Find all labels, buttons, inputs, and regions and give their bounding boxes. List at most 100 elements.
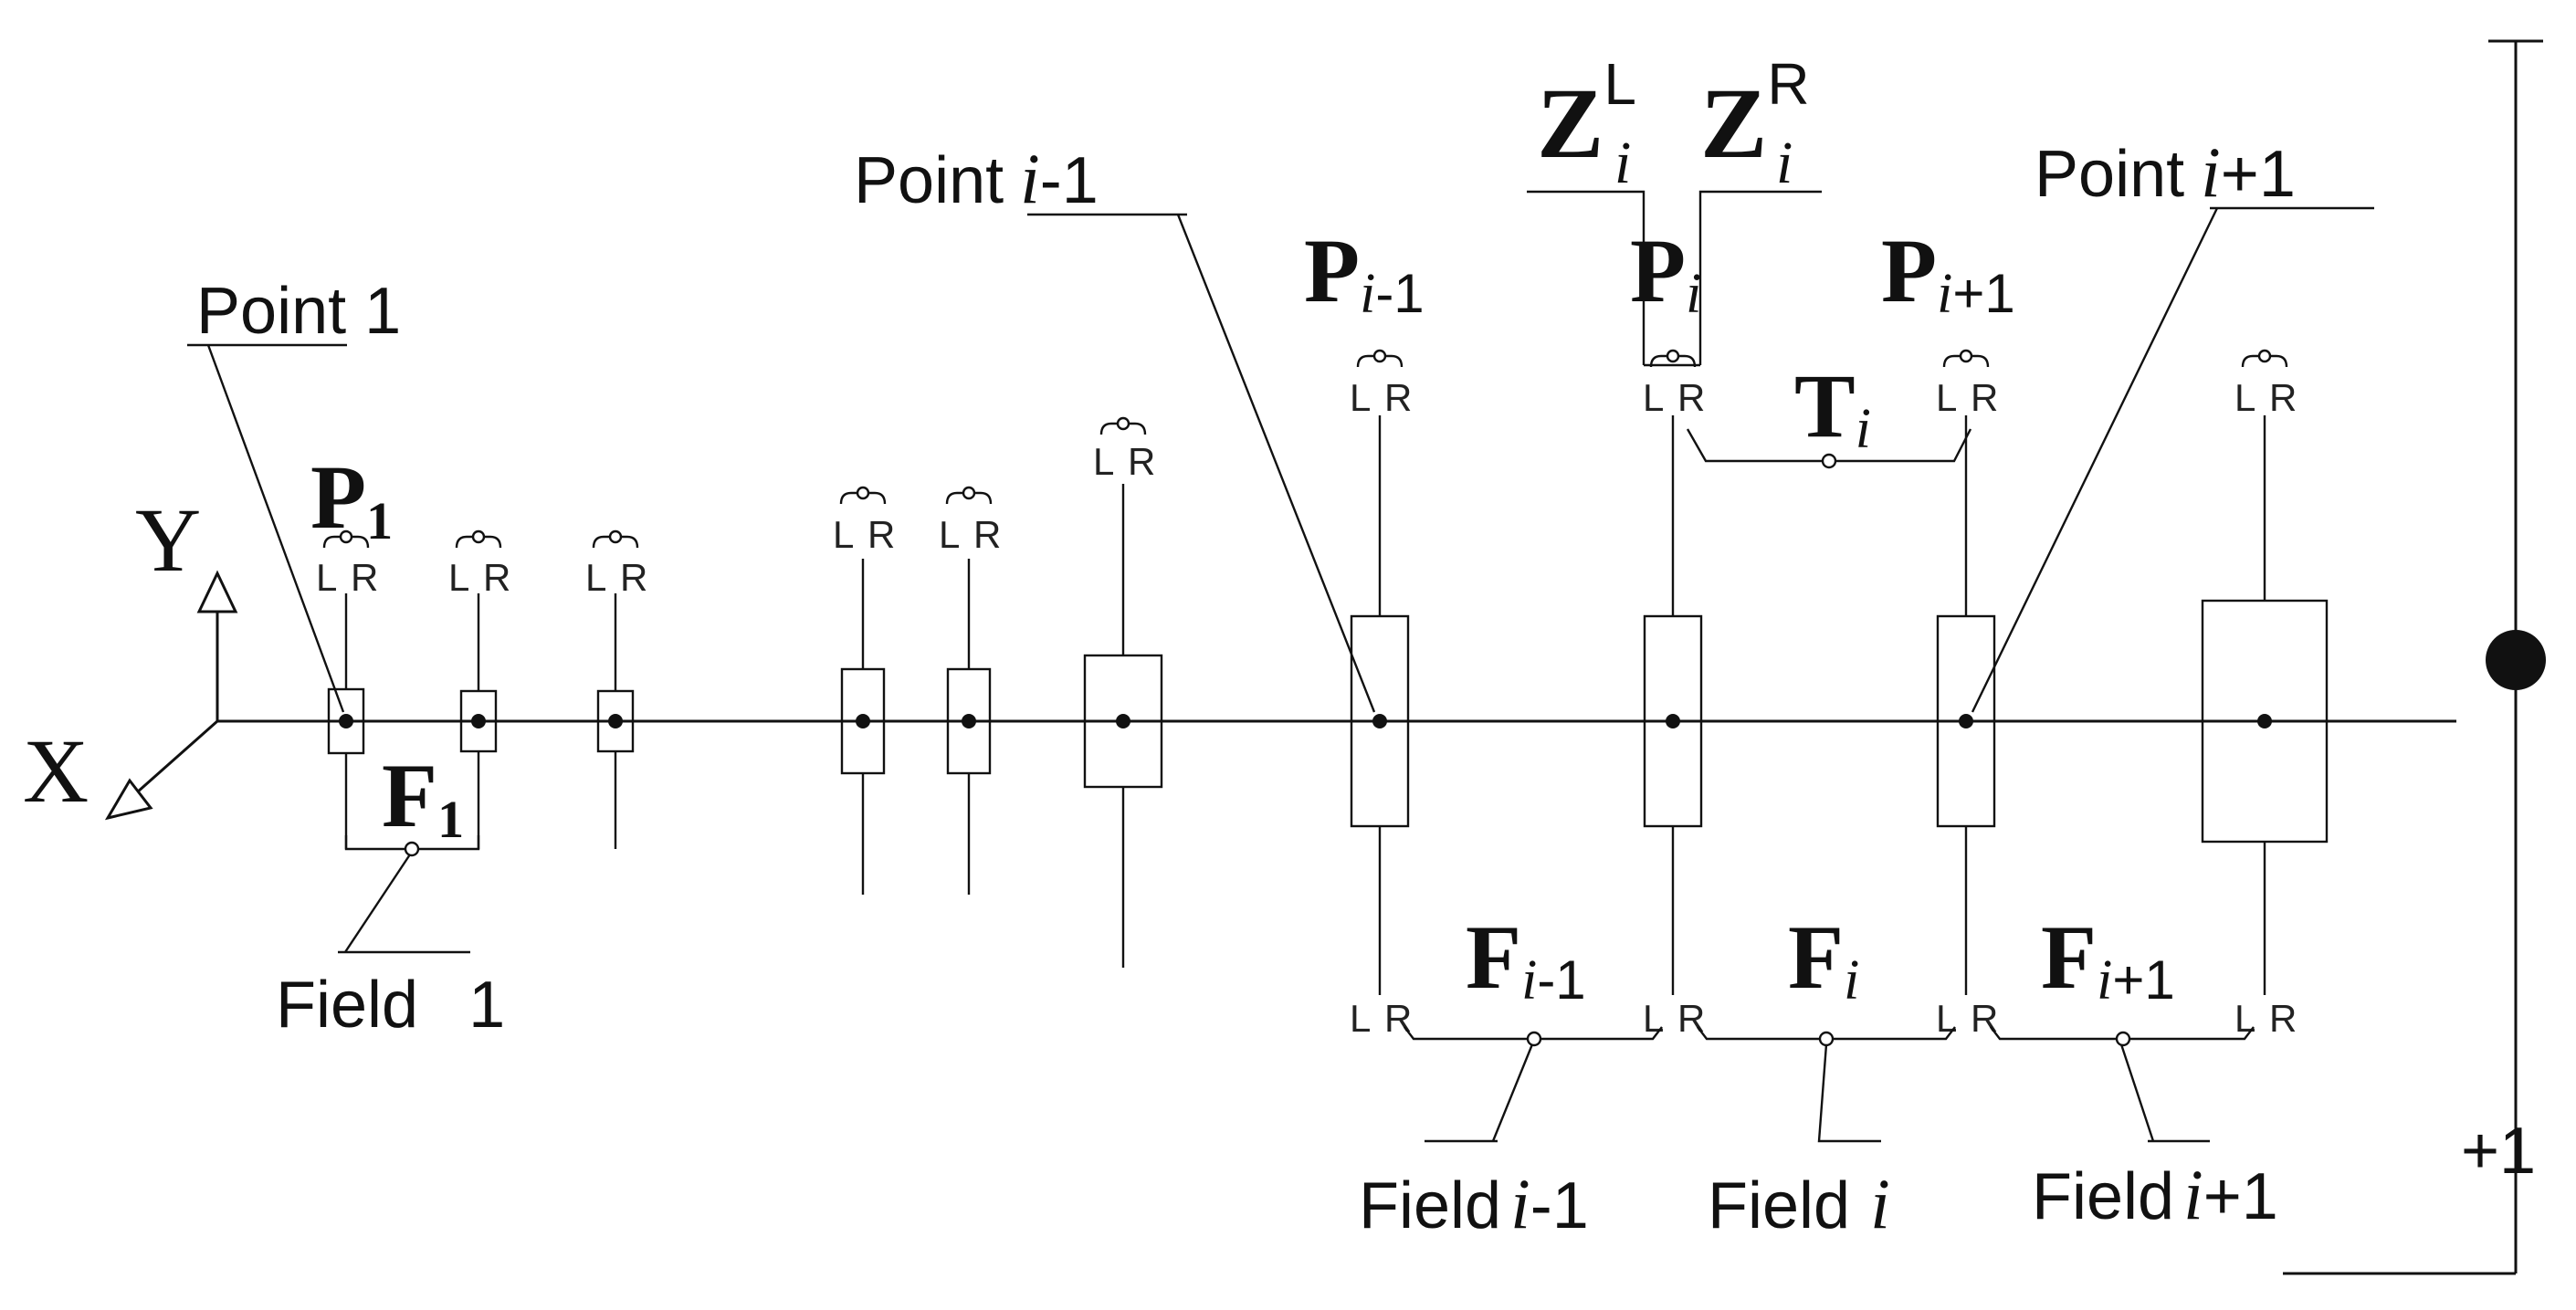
edge-fragment: +1 <box>2461 1115 2536 1188</box>
p-ip1-rest: +1 <box>1952 263 2014 324</box>
right-node-marker: R <box>1128 440 1155 483</box>
point-1-callout: Point 1 <box>187 275 401 713</box>
svg-text:Pi: Pi <box>1630 220 1701 325</box>
svg-text:Fi-1: Fi-1 <box>1466 907 1586 1011</box>
p1-symbol: P1 <box>310 446 393 550</box>
right-node-marker: R <box>973 513 1001 556</box>
p-i-symbol: Pi <box>1630 220 1701 325</box>
zr-main: Z <box>1700 68 1767 179</box>
element-5: L R <box>939 486 1001 895</box>
right-node-marker: R <box>1384 376 1412 419</box>
element-2: L R <box>448 529 510 849</box>
p-ip1-main: P <box>1881 220 1937 321</box>
field-i-node <box>1818 1031 1835 1047</box>
p1-sub: 1 <box>366 491 393 550</box>
f-ip1-idx: i <box>2097 949 2112 1011</box>
left-node-marker: L <box>316 556 337 599</box>
p-i-plus-1-symbol: Pi+1 <box>1881 220 2015 325</box>
p-im1-rest: -1 <box>1375 263 1424 324</box>
left-node-marker: L <box>1350 376 1371 419</box>
element-i-plus-1: L R L R <box>1936 349 1998 1040</box>
x-axis-label: X <box>23 720 89 822</box>
left-node-marker: L <box>1093 440 1114 483</box>
svg-text:Ti: Ti <box>1794 355 1871 460</box>
zl-main: Z <box>1537 68 1603 179</box>
f-im1-idx: i <box>1521 949 1537 1011</box>
f1-sub: 1 <box>437 790 464 849</box>
field-i-plus-1-node <box>2115 1031 2131 1047</box>
zl-sup: L <box>1603 51 1636 117</box>
node-dot <box>1666 714 1680 728</box>
element-3: L R <box>585 529 647 849</box>
zr-sup: R <box>1767 51 1809 117</box>
x-axis-arrow <box>104 778 153 821</box>
right-node-marker: R <box>351 556 378 599</box>
bottom-left-node-marker: L <box>2234 997 2255 1040</box>
point-1-label: Point 1 <box>196 275 401 348</box>
element-i: L R L R <box>1643 349 1705 1040</box>
z-symbols: ZL i ZR i <box>1527 51 1822 367</box>
svg-text:Pi+1: Pi+1 <box>1881 220 2015 325</box>
p-ip1-idx: i <box>1937 263 1952 325</box>
element-6: L R <box>1083 416 1163 968</box>
field-1-node <box>404 841 420 857</box>
bottom-right-node-marker: R <box>1677 997 1705 1040</box>
svg-text:Fi+1: Fi+1 <box>2041 907 2175 1011</box>
node-dot <box>856 714 870 728</box>
t-i-idx: i <box>1856 398 1871 460</box>
field-i-minus-1-node <box>1526 1031 1542 1047</box>
bottom-left-node-marker: L <box>1643 997 1664 1040</box>
zr-sub: i <box>1776 130 1793 196</box>
bottom-right-node-marker: R <box>1384 997 1412 1040</box>
y-axis-arrow <box>196 570 238 613</box>
svg-text:Fi: Fi <box>1788 907 1859 1011</box>
node-dot <box>1116 714 1130 728</box>
left-node-marker: L <box>1643 376 1664 419</box>
right-node-marker: R <box>1677 376 1705 419</box>
zl-sub: i <box>1614 130 1631 196</box>
f-i-main: F <box>1788 907 1844 1008</box>
right-node-marker: R <box>620 556 647 599</box>
f1-main: F <box>382 745 437 846</box>
p-im1-main: P <box>1304 220 1360 321</box>
right-node-marker: R <box>1971 376 1998 419</box>
p1-main: P <box>310 446 366 548</box>
right-node-marker: R <box>2269 376 2297 419</box>
bottom-left-node-marker: L <box>1350 997 1371 1040</box>
element-1: L R <box>316 529 378 849</box>
f-ip1-main: F <box>2041 907 2097 1008</box>
right-node-marker: R <box>867 513 895 556</box>
bottom-right-node-marker: R <box>1971 997 1998 1040</box>
t-i-main: T <box>1794 355 1856 456</box>
left-node-marker: L <box>2234 376 2255 419</box>
p-i-main: P <box>1630 220 1686 321</box>
node-dot <box>1372 714 1387 728</box>
left-node-marker: L <box>833 513 854 556</box>
bottom-right-node-marker: R <box>2269 997 2297 1040</box>
node-dot <box>1959 714 1973 728</box>
left-node-marker: L <box>1936 376 1957 419</box>
y-axis-label: Y <box>135 489 201 591</box>
element-i-minus-1: L R L R <box>1350 349 1412 1040</box>
svg-text:F1: F1 <box>382 745 464 849</box>
bottom-left-node-marker: L <box>1936 997 1957 1040</box>
right-node-marker: R <box>483 556 510 599</box>
p-im1-idx: i <box>1360 263 1375 325</box>
node-dot <box>962 714 976 728</box>
p-i-idx: i <box>1686 263 1701 325</box>
f-im1-rest: -1 <box>1537 949 1585 1011</box>
f-im1-main: F <box>1466 907 1521 1008</box>
element-last: L R L R <box>2201 349 2329 1040</box>
node-dot <box>471 714 486 728</box>
f-ip1-rest: +1 <box>2112 949 2174 1011</box>
node-dot <box>339 714 353 728</box>
